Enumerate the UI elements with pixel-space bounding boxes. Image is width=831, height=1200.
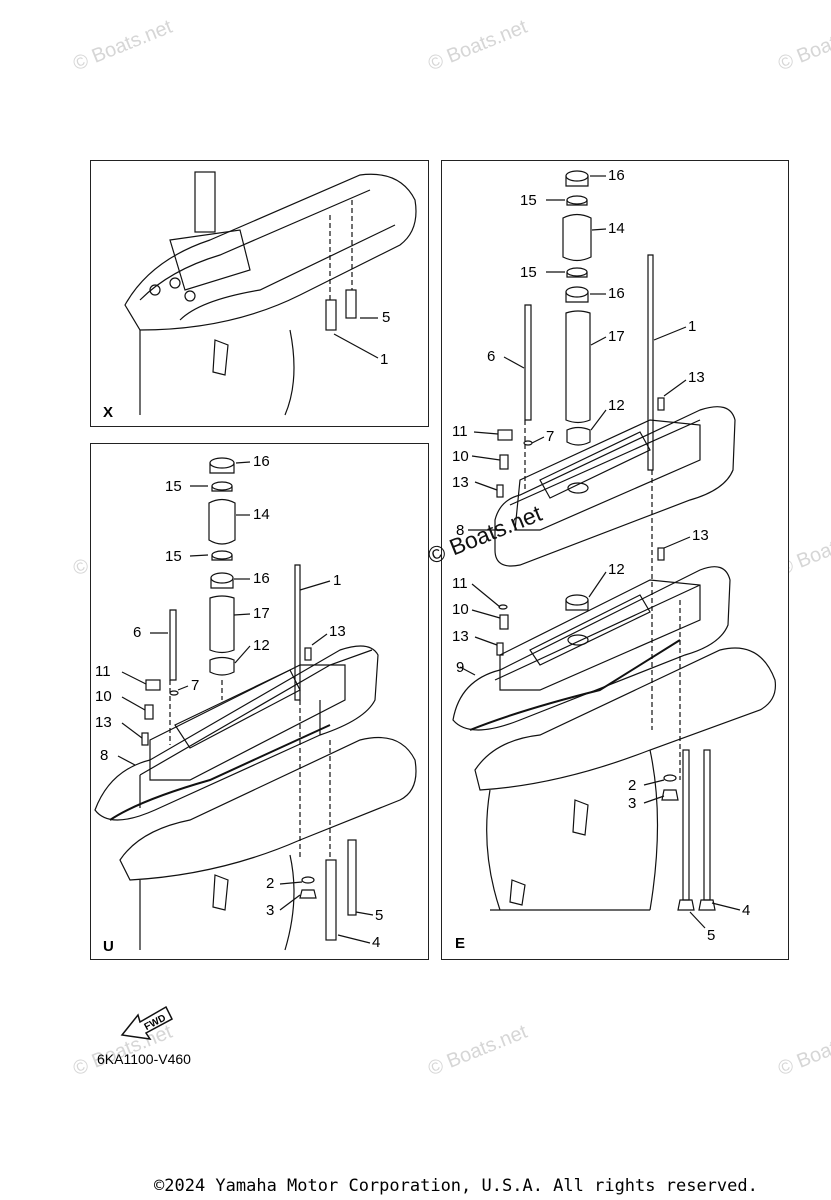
fwd-arrow-icon: FWD [120,1005,173,1040]
copyright-notice: ©2024 Yamaha Motor Corporation, U.S.A. A… [154,1176,758,1196]
callout: 13 [452,628,469,645]
panel-u [90,443,429,960]
callout: 5 [375,907,384,924]
callout: 4 [372,934,381,951]
callout: 11 [452,575,468,592]
callout: 16 [253,453,270,470]
callout: 15 [165,478,182,495]
callout: 5 [707,927,716,944]
callout: 16 [608,285,625,302]
callout: 8 [456,522,465,539]
callout: 9 [456,659,465,676]
panel-e [441,160,789,960]
callout: 13 [692,527,709,544]
panel-label-x: X [103,404,114,421]
panel-u-art [94,457,417,951]
callout: 10 [452,448,469,465]
callout: 1 [333,572,342,589]
callout: 17 [253,605,270,622]
callout: 11 [95,663,111,680]
callout: 14 [608,220,625,237]
panel-label-u: U [103,938,114,955]
callout: 10 [95,688,112,705]
callout: 16 [253,570,270,587]
callout: 12 [608,561,625,578]
callout: 14 [253,506,270,523]
callout: 13 [329,623,346,640]
callout: 8 [100,747,109,764]
callout: 15 [520,264,537,281]
callout: 11 [452,423,468,440]
callout: 5 [382,309,391,326]
callout: 13 [452,474,469,491]
callout: 17 [608,328,625,345]
callout: 13 [688,369,705,386]
part-number: 6KA1100-V460 [97,1051,191,1067]
callout: 7 [546,428,555,445]
callout: 2 [628,777,637,794]
callout: 4 [742,902,751,919]
callout: 12 [253,637,270,654]
callout: 10 [452,601,469,618]
panel-x-art [124,171,417,416]
fwd-label: FWD [143,1013,168,1033]
callout: 15 [520,192,537,209]
callout: 6 [487,348,496,365]
callout: 1 [688,318,697,335]
panel-e-art [452,170,777,929]
callout: 12 [608,397,625,414]
callout: 7 [191,677,200,694]
callout: 6 [133,624,142,641]
callout: 3 [628,795,637,812]
panel-label-e: E [455,935,466,952]
callout: 3 [266,902,275,919]
callout: 1 [380,351,389,368]
callout: 16 [608,167,625,184]
callout: 13 [95,714,112,731]
callout: 2 [266,875,275,892]
callout: 15 [165,548,182,565]
